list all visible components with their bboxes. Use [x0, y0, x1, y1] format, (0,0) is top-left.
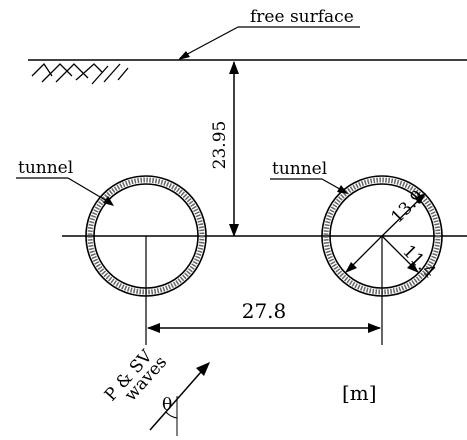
tunnel-right-arrowhead [337, 185, 348, 194]
units-label: [m] [342, 381, 377, 405]
spacing-label: 27.8 [242, 299, 287, 323]
spacing-arrow-left [147, 323, 160, 333]
free-surface-arrow-line [179, 26, 239, 59]
depth-arrow-top [229, 61, 239, 74]
spacing-arrow-right [368, 323, 381, 333]
angle-label: θ [162, 395, 172, 415]
free-surface-label: free surface [250, 7, 354, 27]
outer-diameter-label: 13.9 [387, 187, 428, 228]
depth-arrow-bottom [229, 224, 239, 237]
tunnel-left-arrow-line [67, 177, 113, 205]
ground-hatch [31, 62, 129, 85]
depth-label: 23.95 [210, 121, 230, 170]
inner-radius-arrowhead-lower [345, 262, 357, 273]
free-surface-arrowhead [178, 51, 190, 60]
tunnel-left-arrowhead [103, 196, 114, 206]
wave-arrowhead [196, 362, 210, 376]
tunnel-right-label: tunnel [272, 159, 327, 179]
inner-radius-arrowhead [407, 262, 419, 273]
wave-direction-line [149, 363, 209, 431]
outer-radius-arrowhead [414, 193, 426, 204]
wave-angle-arc [165, 411, 178, 419]
tunnel-left-label: tunnel [18, 158, 73, 178]
